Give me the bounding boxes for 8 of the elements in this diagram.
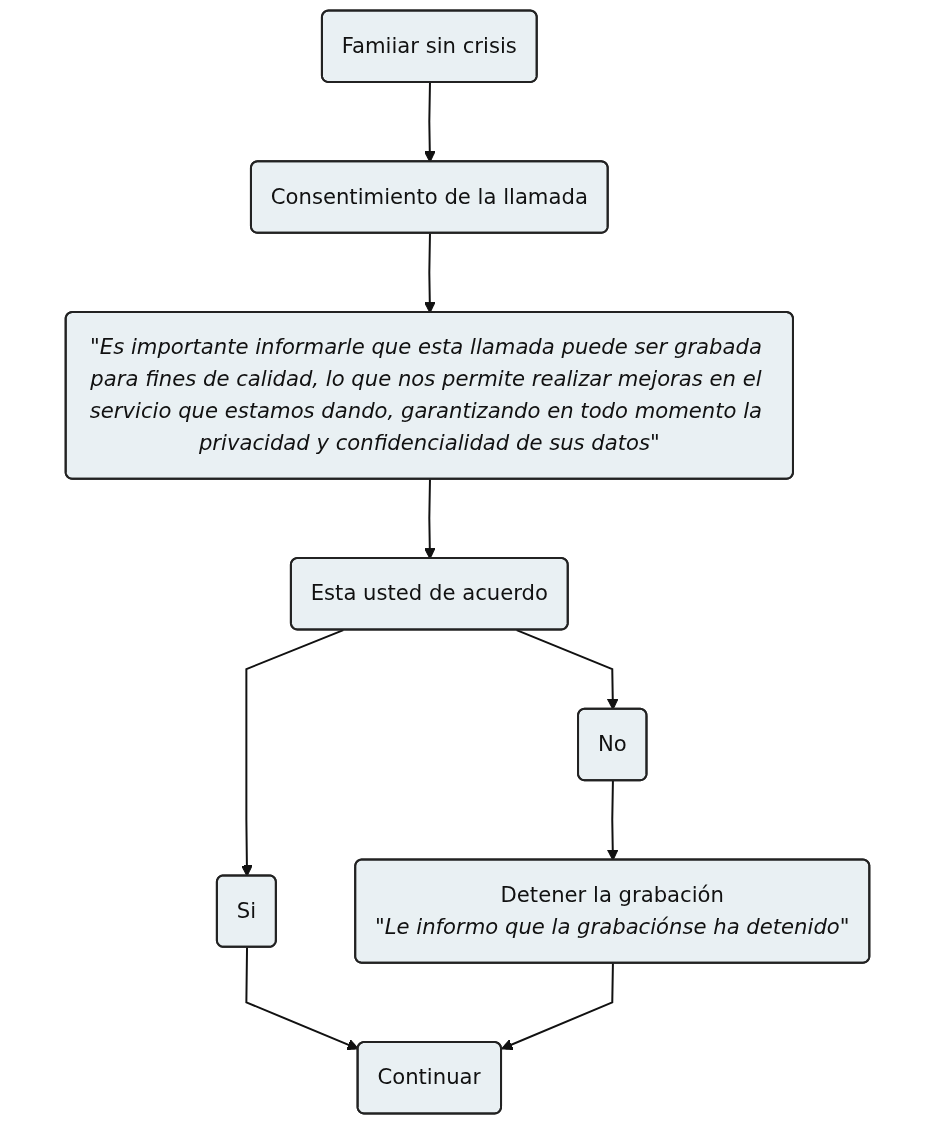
arrow: [424, 478, 436, 560]
arrow: [241, 629, 345, 877]
arrow: [515, 629, 619, 710]
arrow: [606, 779, 619, 861]
arrow: [424, 81, 436, 163]
arrow: [424, 232, 436, 314]
arrow: [245, 946, 359, 1051]
arrow: [501, 962, 614, 1051]
